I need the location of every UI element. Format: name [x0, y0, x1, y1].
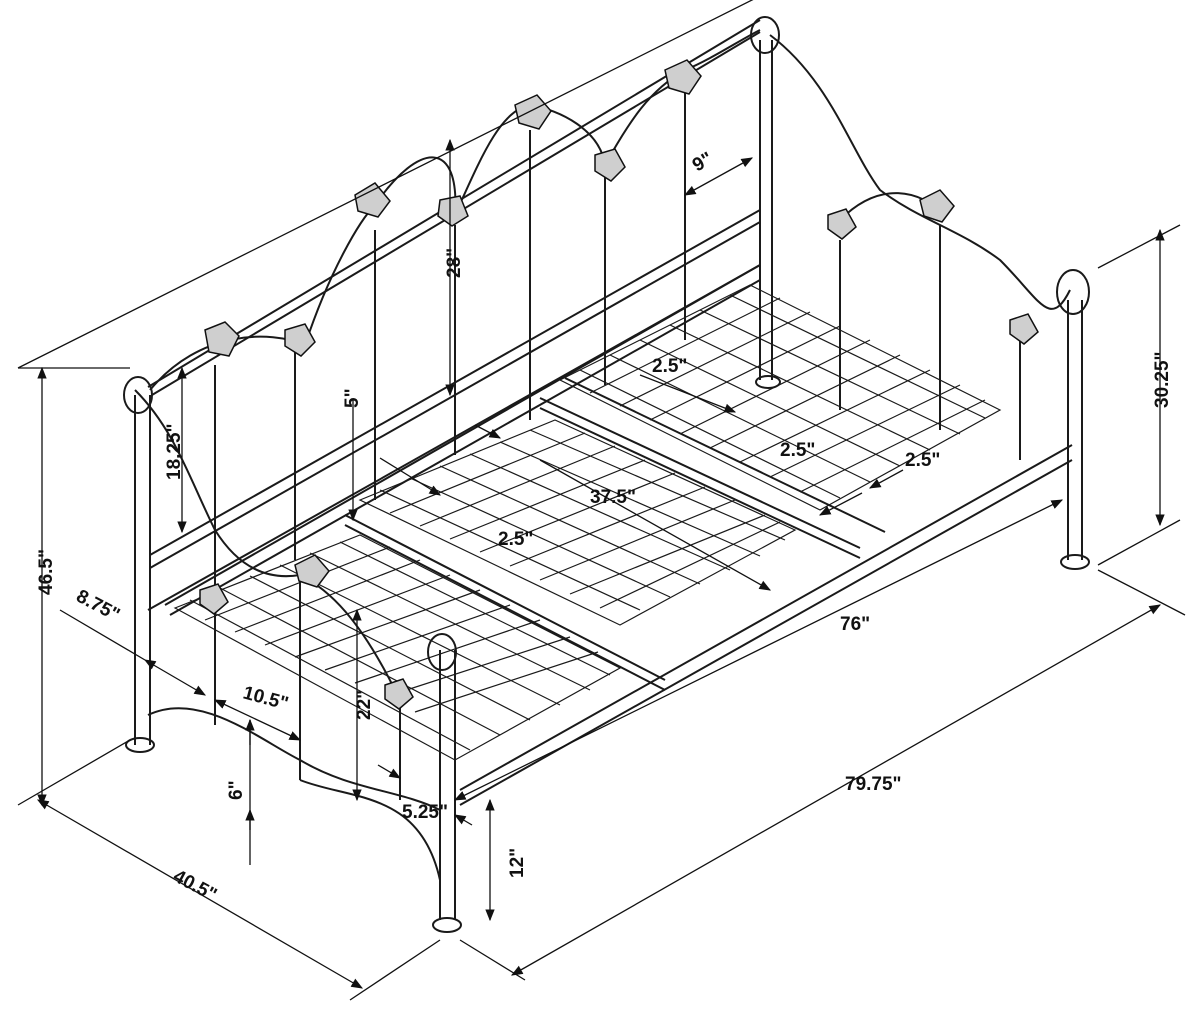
label-slat-gap-back: 2.5" [652, 356, 687, 377]
label-rail-drop: 5" [342, 388, 363, 408]
label-overall-length: 79.75" [845, 774, 902, 795]
label-arm-inner-height: 22" [354, 690, 375, 720]
label-post-offset: 5.25" [402, 802, 448, 823]
label-slat-gap-mid: 2.5" [780, 440, 815, 461]
label-deck-span: 37.5" [590, 487, 636, 508]
label-total-height: 46.5" [36, 549, 57, 595]
label-post-spacing: 10.5" [241, 683, 291, 715]
label-inner-length: 76" [840, 614, 870, 635]
label-slat-gap-front: 2.5" [498, 529, 533, 550]
label-foot-rise: 6" [226, 780, 247, 800]
label-back-rail-spacing: 9" [689, 148, 716, 176]
label-footboard-depth: 8.75" [73, 586, 123, 626]
label-overall-width: 40.5" [170, 866, 220, 906]
label-back-panel-height: 28" [444, 248, 465, 278]
mesh-panel-middle [358, 419, 797, 626]
label-slat-gap-right: 2.5" [905, 450, 940, 471]
label-leg-height: 12" [507, 848, 528, 878]
scroll-ornaments [199, 59, 1039, 710]
label-side-height: 30.25" [1152, 351, 1173, 408]
dimension-lines [17, 0, 1186, 1001]
mesh-panel-back [558, 284, 1002, 511]
label-arm-height: 18.25" [164, 423, 185, 480]
